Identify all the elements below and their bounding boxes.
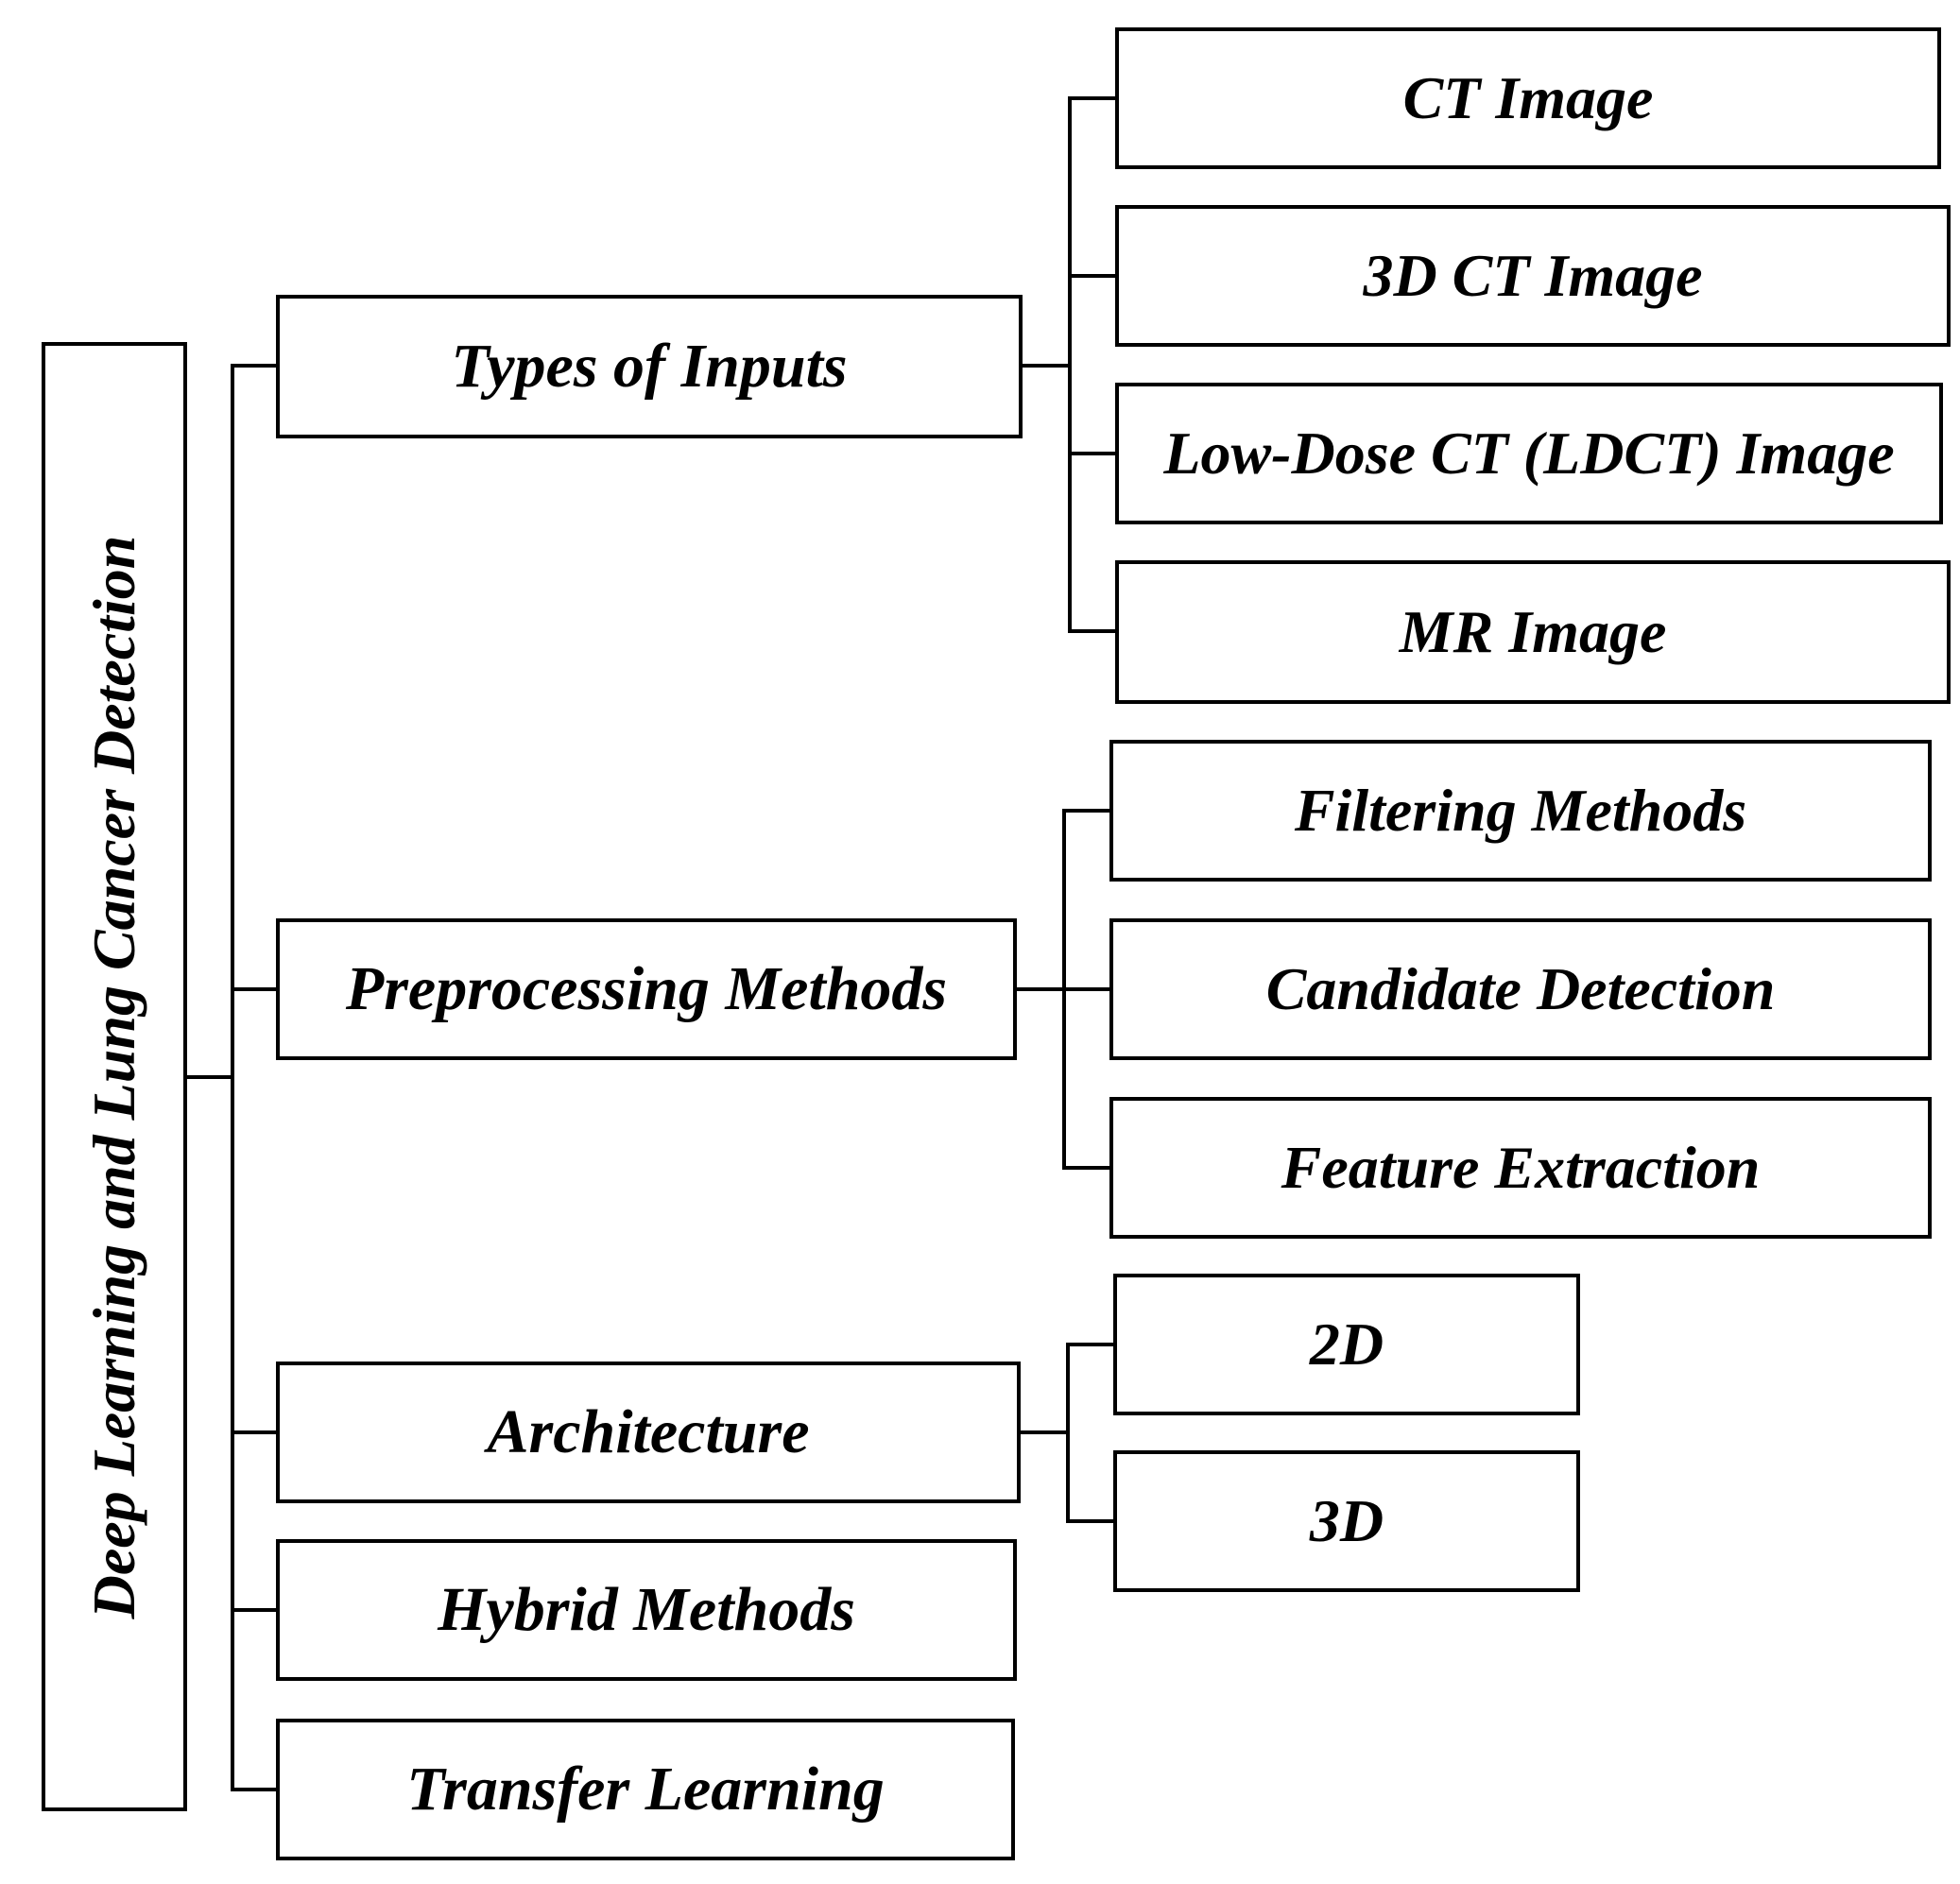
input-ldct-image: Low-Dose CT (LDCT) Image	[1115, 383, 1943, 524]
input-ct-image: CT Image	[1115, 27, 1941, 169]
leaf-label: Feature Extraction	[1281, 1134, 1761, 1201]
category-label: Preprocessing Methods	[345, 954, 948, 1023]
category-transfer-learning: Transfer Learning	[276, 1719, 1015, 1860]
leaf-label: 2D	[1309, 1310, 1384, 1378]
architecture-3d: 3D	[1113, 1450, 1580, 1592]
category-types-of-inputs: Types of Inputs	[276, 295, 1023, 438]
architecture-2d: 2D	[1113, 1274, 1580, 1415]
leaf-label: CT Image	[1402, 64, 1654, 131]
category-label: Hybrid Methods	[438, 1575, 855, 1644]
leaf-label: Low-Dose CT (LDCT) Image	[1163, 420, 1895, 487]
preprocessing-filtering-methods: Filtering Methods	[1109, 740, 1932, 882]
leaf-label: 3D CT Image	[1363, 242, 1703, 309]
category-label: Architecture	[487, 1397, 810, 1466]
leaf-label: Candidate Detection	[1265, 955, 1776, 1022]
root-box: Deep Learning and Lung Cancer Detection	[42, 342, 187, 1811]
preprocessing-candidate-detection: Candidate Detection	[1109, 918, 1932, 1060]
category-label: Transfer Learning	[406, 1755, 885, 1824]
input-3d-ct-image: 3D CT Image	[1115, 205, 1951, 347]
category-hybrid-methods: Hybrid Methods	[276, 1539, 1017, 1681]
leaf-label: MR Image	[1399, 598, 1667, 665]
leaf-label: Filtering Methods	[1294, 777, 1747, 844]
preprocessing-feature-extraction: Feature Extraction	[1109, 1097, 1932, 1239]
input-mr-image: MR Image	[1115, 560, 1951, 704]
leaf-label: 3D	[1309, 1487, 1384, 1554]
root-label: Deep Learning and Lung Cancer Detection	[80, 535, 147, 1619]
category-preprocessing-methods: Preprocessing Methods	[276, 918, 1017, 1060]
category-label: Types of Inputs	[451, 332, 848, 401]
category-architecture: Architecture	[276, 1362, 1021, 1503]
